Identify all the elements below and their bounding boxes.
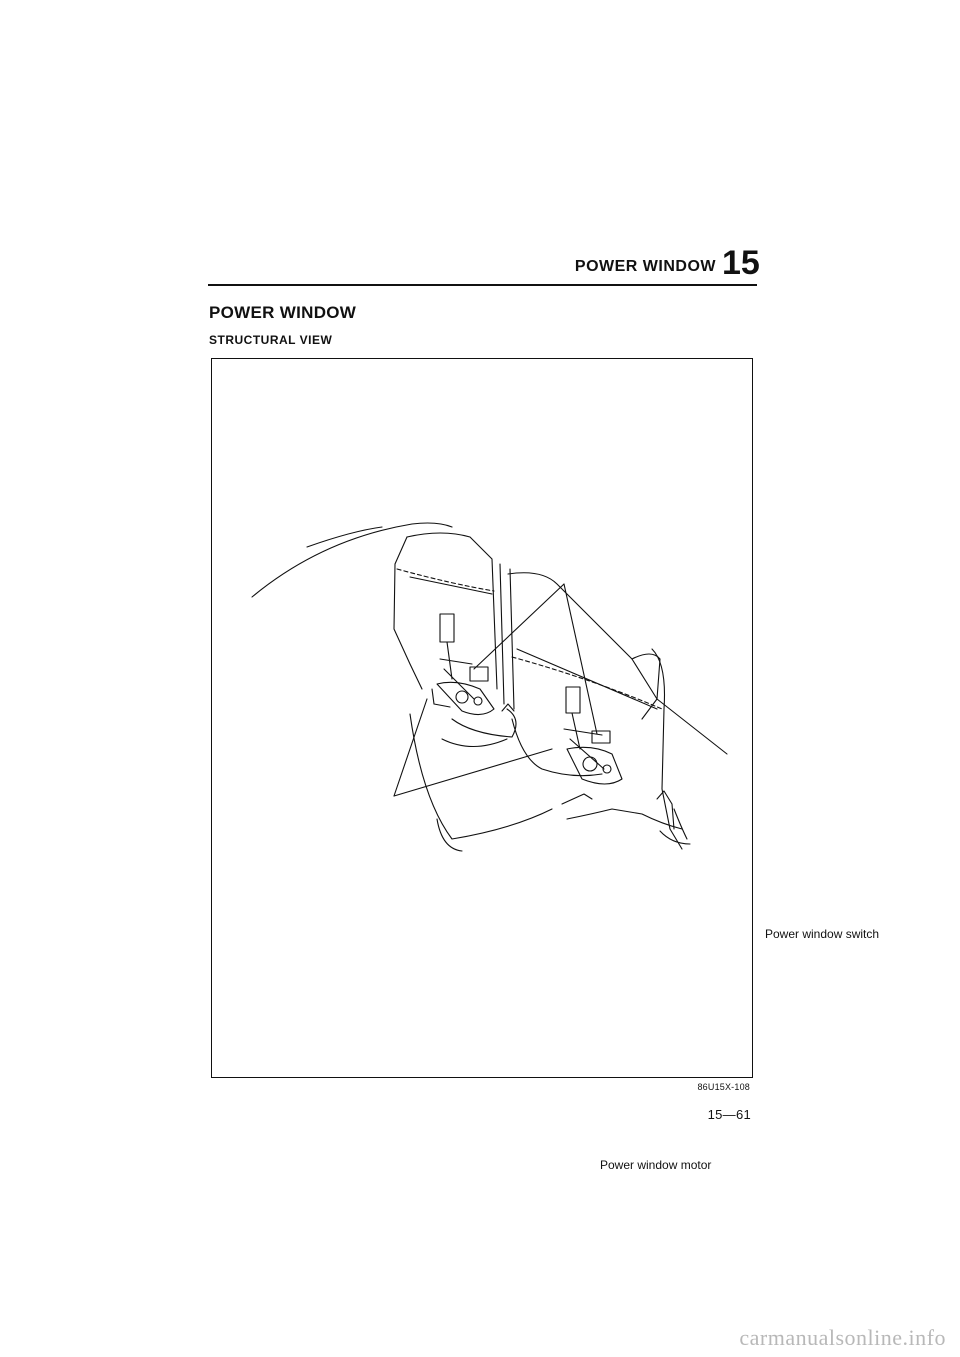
section-title: POWER WINDOW (209, 303, 357, 322)
chapter-number: 15 (722, 244, 760, 282)
page-header-title: POWER WINDOW (574, 258, 716, 275)
page-number: 15—61 (707, 1107, 751, 1122)
watermark[interactable]: carmanualsonline.info (739, 1325, 946, 1350)
section-subtitle: STRUCTURAL VIEW (209, 333, 333, 347)
header-rule (208, 284, 757, 286)
power-window-motor-callout: Power window motor (600, 1158, 712, 1172)
figure-code: 86U15X-108 (697, 1082, 750, 1092)
door-structure-illustration (251, 522, 728, 852)
power-window-switch-callout: Power window switch (765, 927, 880, 941)
structural-view-figure: Power window switch Power window motor (211, 358, 879, 1172)
